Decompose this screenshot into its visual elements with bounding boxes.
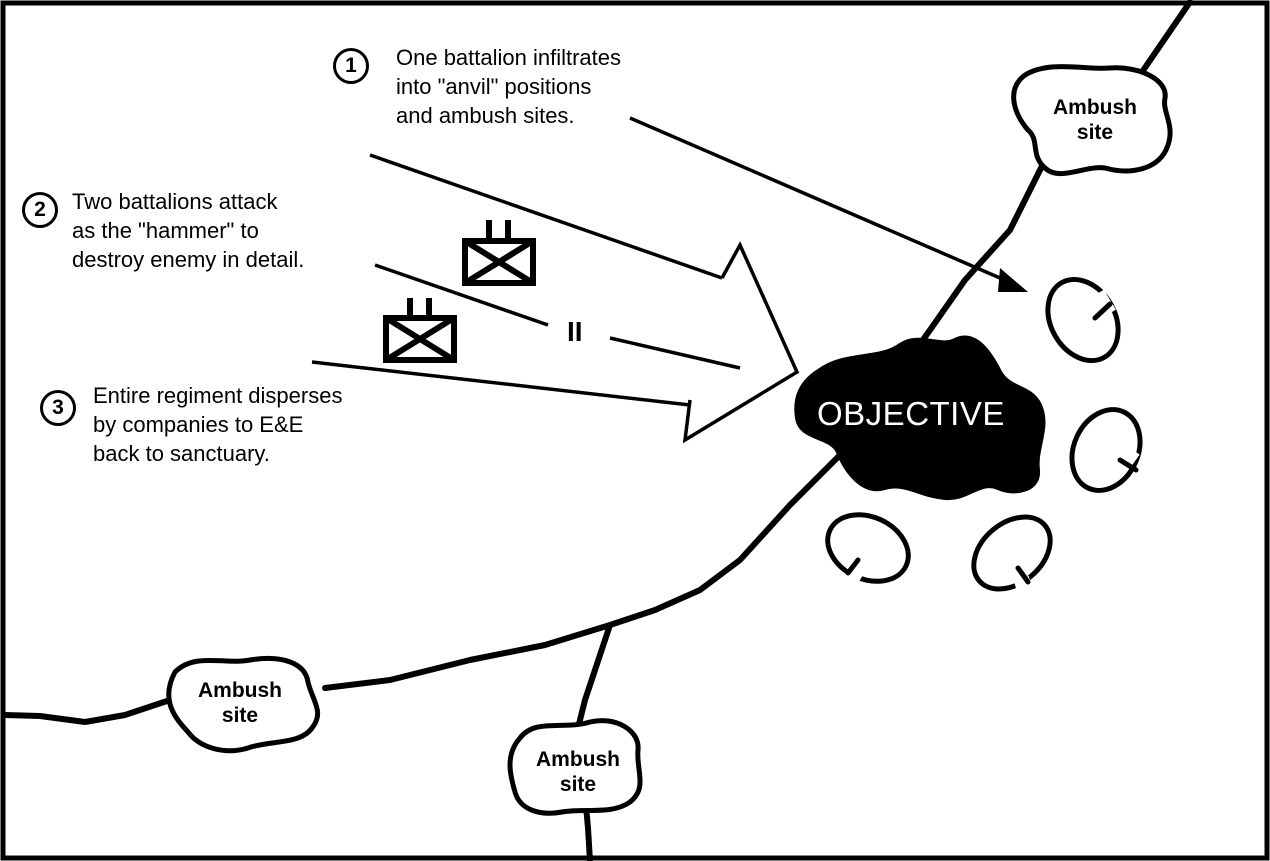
tick-3 — [1015, 565, 1031, 585]
tick-2 — [1117, 457, 1139, 473]
objective-blob — [794, 335, 1046, 501]
leader-line-2a — [369, 153, 723, 280]
callout-1-line-2: into "anvil" positions — [396, 74, 592, 99]
callout-3-line-3: back to sanctuary. — [93, 441, 270, 466]
tick-4 — [845, 557, 861, 576]
unit-symbols — [383, 220, 536, 363]
leader-line-2b — [374, 263, 549, 327]
tick-1 — [1092, 301, 1113, 321]
ambush-site-label-s: Ambush site — [536, 748, 620, 796]
callout-1-line-3: and ambush sites. — [396, 103, 575, 128]
callout-1-line-1: One battalion infiltrates — [396, 45, 622, 70]
callout-number-3: 3 — [40, 390, 76, 426]
company-position-4 — [825, 512, 911, 584]
attack-arrow — [682, 241, 800, 444]
leader-line-3 — [311, 360, 691, 407]
unit-symbol-2 — [383, 315, 457, 363]
company-position-3 — [971, 514, 1053, 592]
callout-2-line-3: destroy enemy in detail. — [72, 247, 305, 272]
ambush-site-outline-w — [166, 655, 321, 754]
position-ticks — [845, 301, 1139, 585]
arrowhead-1 — [998, 268, 1028, 292]
ambush-site-outline-ne — [1011, 64, 1173, 177]
ambush-site-label-ne: Ambush site — [1053, 96, 1137, 144]
callout-number-2: 2 — [22, 192, 58, 228]
ambush-site-outline-s — [507, 718, 643, 816]
callout-text-3: Entire regiment disperses by companies t… — [93, 381, 342, 468]
objective-label: OBJECTIVE — [817, 395, 1005, 432]
ambush-site-outlines — [166, 64, 1173, 816]
leader-line-2c — [609, 336, 741, 370]
leader-lines — [311, 116, 1001, 407]
callout-number-1: 1 — [333, 48, 369, 84]
company-position-2 — [1069, 407, 1143, 493]
callout-text-2: Two battalions attack as the "hammer" to… — [72, 187, 304, 274]
battalion-size-marker: II — [564, 316, 586, 348]
callout-text-1: One battalion infiltrates into "anvil" p… — [396, 43, 621, 130]
callout-3-line-1: Entire regiment disperses — [93, 383, 343, 408]
callout-2-line-1: Two battalions attack — [72, 189, 278, 214]
leader-line-1 — [629, 116, 1001, 280]
callout-3-line-2: by companies to E&E — [93, 412, 304, 437]
ambush-site-label-w: Ambush site — [198, 679, 282, 727]
unit-symbol-1 — [462, 238, 536, 286]
callout-2-line-2: as the "hammer" to — [72, 218, 259, 243]
company-position-1 — [1045, 276, 1121, 364]
